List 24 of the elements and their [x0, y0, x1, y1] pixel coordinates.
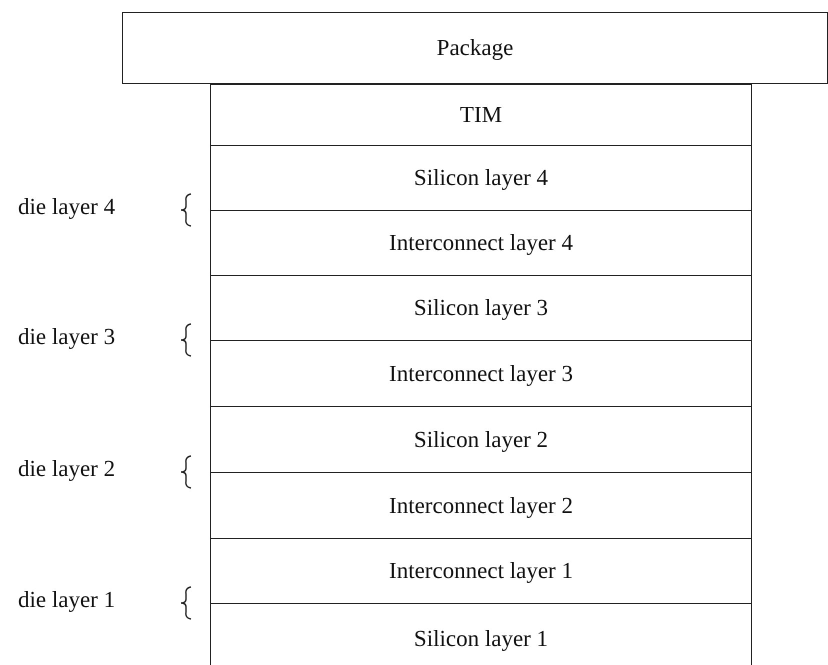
layer-name: TIM: [460, 102, 502, 128]
die-layer-label: die layer 1: [18, 587, 116, 613]
stack-layer: [210, 603, 752, 665]
die-layer-label: die layer 4: [18, 194, 116, 220]
layer-name: Interconnect layer 3: [389, 360, 573, 386]
stack-layer: [210, 406, 752, 472]
layer-name: Interconnect layer 4: [389, 230, 573, 256]
layer-name: Silicon layer 2: [414, 426, 548, 452]
stack-layer: [210, 84, 752, 145]
stack-layer: [210, 275, 752, 340]
stack-layer: [210, 210, 752, 275]
layer-name: Silicon layer 1: [414, 626, 548, 652]
die-layer-label: die layer 2: [18, 456, 116, 482]
package-layer: [122, 12, 828, 84]
layer-name: Interconnect layer 1: [389, 558, 573, 584]
die-layer-label: die layer 3: [18, 324, 116, 350]
layer-name: Silicon layer 3: [414, 295, 548, 321]
stack-layer: [210, 340, 752, 406]
layer-name: Silicon layer 4: [414, 165, 548, 191]
layer-name: Interconnect layer 2: [389, 492, 573, 518]
layer-name: Package: [436, 35, 514, 61]
stack-layer: [210, 472, 752, 538]
stack-layer: [210, 145, 752, 210]
stack-layer: [210, 538, 752, 603]
